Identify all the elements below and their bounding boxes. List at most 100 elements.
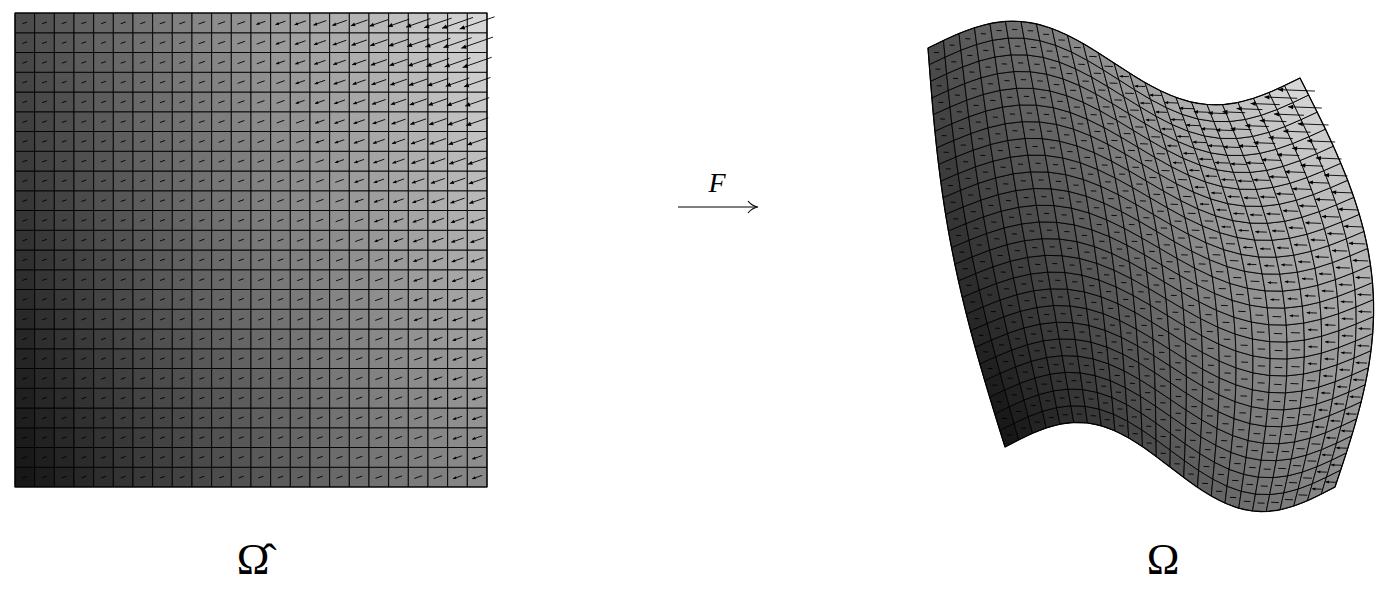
arrow-head bbox=[313, 22, 317, 25]
vector-arrow bbox=[466, 118, 488, 126]
mesh-cell bbox=[369, 369, 389, 389]
vector-arrow bbox=[81, 358, 86, 360]
mesh-cell bbox=[94, 13, 114, 33]
mesh-cell bbox=[35, 369, 55, 389]
vector-arrow bbox=[22, 200, 27, 202]
mesh-cell bbox=[1269, 376, 1287, 393]
vector-arrow bbox=[969, 71, 974, 72]
vector-arrow bbox=[448, 118, 468, 125]
vector-arrow bbox=[101, 378, 106, 380]
vector-arrow bbox=[101, 397, 106, 399]
vector-arrow bbox=[101, 437, 106, 439]
vector-arrow bbox=[218, 121, 224, 123]
vector-arrow bbox=[414, 476, 422, 479]
vector-arrow bbox=[431, 198, 444, 202]
mesh-cell bbox=[94, 171, 114, 191]
mesh-cell bbox=[467, 329, 487, 349]
mesh-cell bbox=[1267, 308, 1286, 325]
vector-arrow bbox=[219, 279, 224, 281]
mesh-cell bbox=[389, 230, 409, 250]
mesh-cell bbox=[389, 428, 409, 448]
arrow-head bbox=[352, 62, 356, 65]
mesh-cell bbox=[330, 388, 350, 408]
vector-arrow bbox=[411, 139, 426, 144]
vector-arrow bbox=[336, 338, 342, 340]
arrow-head bbox=[315, 101, 319, 104]
vector-arrow bbox=[995, 133, 1000, 134]
vector-arrow bbox=[278, 338, 283, 340]
vector-arrow bbox=[1015, 147, 1020, 148]
vector-arrow bbox=[219, 397, 224, 399]
vector-arrow bbox=[275, 21, 285, 25]
mesh-cell bbox=[113, 132, 133, 152]
vector-arrow bbox=[971, 211, 976, 212]
vector-arrow bbox=[101, 121, 106, 123]
mesh-cell bbox=[251, 211, 271, 231]
mesh-cell bbox=[153, 329, 173, 349]
vector-arrow bbox=[334, 120, 344, 124]
vector-arrow bbox=[297, 298, 303, 300]
mesh-cell bbox=[35, 171, 55, 191]
mesh-cell bbox=[310, 191, 330, 211]
mesh-cell bbox=[74, 72, 94, 92]
vector-arrow bbox=[22, 22, 27, 24]
vector-arrow bbox=[414, 318, 423, 321]
vector-arrow bbox=[42, 239, 47, 241]
mesh-cell bbox=[408, 250, 428, 270]
arrow-head bbox=[452, 279, 456, 282]
mesh-cell bbox=[408, 388, 428, 408]
vector-arrow bbox=[996, 30, 1001, 31]
vector-arrow bbox=[81, 62, 86, 64]
vector-arrow bbox=[238, 239, 243, 241]
mesh-cell bbox=[369, 13, 389, 33]
vector-arrow bbox=[335, 160, 344, 163]
arrow-head bbox=[448, 141, 453, 145]
mesh-cell bbox=[330, 151, 350, 171]
mesh-cell bbox=[212, 349, 232, 369]
arrow-head bbox=[353, 82, 357, 85]
mesh-cell bbox=[1264, 426, 1282, 443]
mesh-cell bbox=[212, 369, 232, 389]
vector-arrow bbox=[239, 456, 244, 458]
vector-arrow bbox=[1047, 331, 1052, 332]
mesh-cell bbox=[290, 290, 310, 310]
vector-arrow bbox=[1027, 388, 1032, 389]
vector-arrow bbox=[276, 81, 284, 84]
mesh-cell bbox=[290, 171, 310, 191]
mesh-cell bbox=[349, 369, 369, 389]
mesh-cell bbox=[15, 369, 35, 389]
vector-arrow bbox=[1069, 363, 1074, 364]
vector-arrow bbox=[101, 180, 106, 182]
arrow-head bbox=[464, 83, 469, 87]
mesh-cell bbox=[172, 13, 192, 33]
mesh-cell bbox=[15, 132, 35, 152]
arrow-head bbox=[388, 23, 393, 27]
mesh-cell bbox=[1037, 306, 1056, 325]
mesh-cell bbox=[231, 290, 251, 310]
vector-arrow bbox=[258, 377, 263, 379]
mesh-cell bbox=[330, 132, 350, 152]
mesh-cell bbox=[349, 72, 369, 92]
arrow-head bbox=[370, 42, 375, 46]
mesh-cell bbox=[133, 171, 153, 191]
mesh-cell bbox=[1262, 274, 1282, 291]
mesh-cell bbox=[54, 171, 74, 191]
vector-arrow bbox=[407, 39, 429, 47]
arrow-head bbox=[391, 121, 395, 124]
vector-arrow bbox=[140, 180, 145, 182]
vector-arrow bbox=[257, 61, 265, 64]
vector-arrow bbox=[101, 338, 106, 340]
vector-arrow bbox=[314, 60, 325, 64]
mesh-cell bbox=[54, 408, 74, 428]
vector-arrow bbox=[1015, 250, 1020, 251]
vector-arrow bbox=[219, 259, 224, 261]
arrow-head bbox=[471, 259, 475, 262]
mesh-cell bbox=[231, 309, 251, 329]
mesh-cell bbox=[959, 28, 977, 50]
vector-arrow bbox=[179, 42, 185, 44]
vector-arrow bbox=[160, 101, 165, 103]
mesh-cell bbox=[54, 467, 74, 487]
mesh-cell bbox=[153, 72, 173, 92]
vector-arrow bbox=[277, 160, 284, 162]
mesh-cell bbox=[1051, 289, 1070, 306]
